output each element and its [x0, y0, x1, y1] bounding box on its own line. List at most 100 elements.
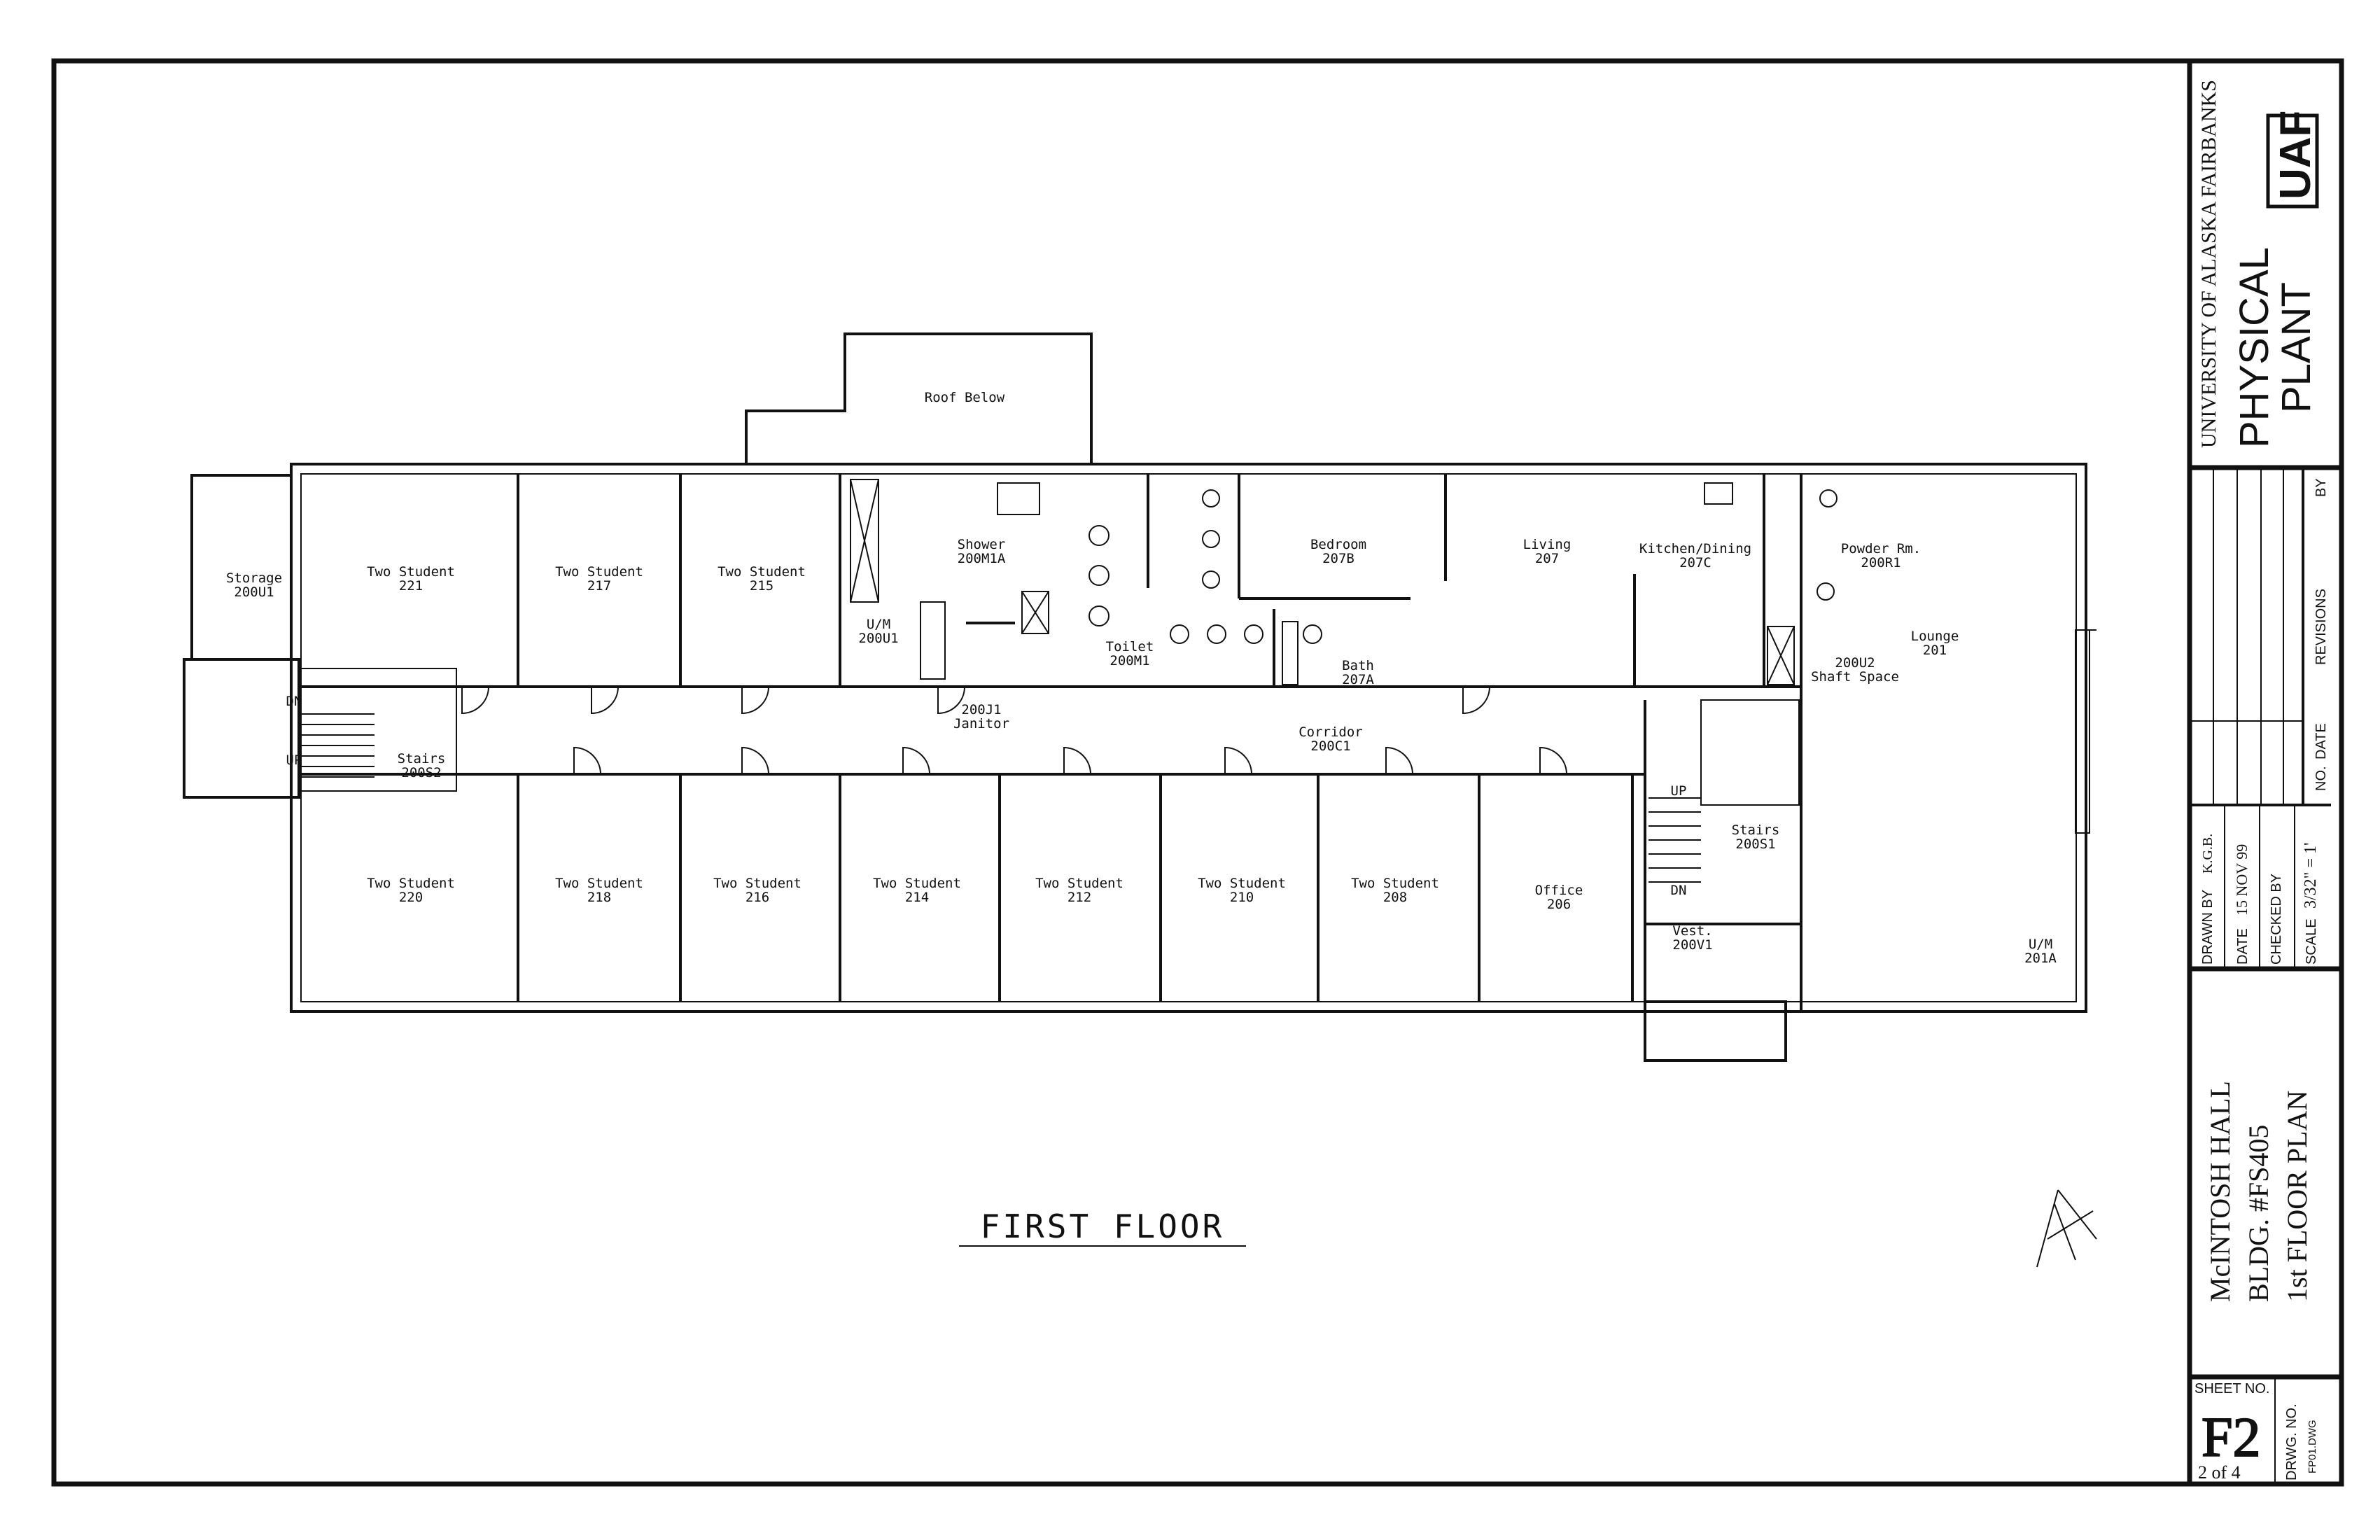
university-name: UNIVERSITY OF ALASKA FAIRBANKS [2197, 80, 2220, 448]
plumbing-fixtures [850, 479, 1837, 685]
svg-text:3/32" = 1': 3/32" = 1' [2302, 843, 2320, 909]
building-inner-wall [300, 473, 2077, 1002]
door-swing [461, 686, 489, 715]
room-label: Roof Below [925, 390, 1005, 405]
svg-text:PLANT: PLANT [2274, 282, 2319, 413]
north-arrow-icon [2036, 1189, 2097, 1268]
stair-treads-east [1648, 797, 1701, 883]
svg-text:SCALE: SCALE [2304, 918, 2319, 965]
title-block [2187, 58, 2344, 1487]
checked-by-field: CHECKED BY [2269, 874, 2284, 965]
door-swing [741, 686, 769, 715]
south-room-walls [517, 700, 1801, 1002]
sheet-border [51, 58, 2344, 1487]
department-name: PHYSICAL PLANT [2232, 247, 2319, 448]
svg-text:McINTOSH HALL: McINTOSH HALL [2204, 1081, 2236, 1302]
door-swing [573, 746, 601, 775]
svg-text:15 NOV 99: 15 NOV 99 [2233, 844, 2250, 916]
vestibule-entry [1644, 1000, 1787, 1062]
svg-text:K.G.B.: K.G.B. [2200, 834, 2216, 874]
svg-text:1st FLOOR PLAN: 1st FLOOR PLAN [2281, 1091, 2313, 1302]
stair-treads-west [301, 713, 374, 778]
door-swing [591, 686, 619, 715]
stair-mark-dn: DN [286, 694, 302, 709]
svg-text:BLDG. #FS405: BLDG. #FS405 [2243, 1125, 2274, 1302]
door-swing [1224, 746, 1252, 775]
svg-text:UAF: UAF [2272, 111, 2320, 200]
svg-text:BY: BY [2314, 478, 2329, 497]
door-swing [1462, 686, 1490, 715]
drawing-number: DRWG. NO. FP01.DWG [2284, 1404, 2318, 1480]
svg-text:DATE: DATE [2235, 928, 2250, 965]
svg-text:NO.: NO. [2314, 766, 2329, 791]
floor-label: FIRST FLOOR [981, 1208, 1225, 1245]
door-swing [902, 746, 930, 775]
svg-text:UNIVERSITY OF ALASKA FAIRBANKS: UNIVERSITY OF ALASKA FAIRBANKS [2197, 80, 2220, 448]
north-room-walls [517, 474, 1802, 1011]
door-swing [1063, 746, 1091, 775]
date-field: DATE 15 NOV 99 [2233, 844, 2250, 965]
svg-text:DRAWN BY: DRAWN BY [2200, 890, 2216, 965]
door-swings [461, 686, 1567, 775]
room-label: Vest.200V1 [1672, 923, 1712, 953]
svg-text:PHYSICAL: PHYSICAL [2232, 247, 2277, 448]
uaf-logo: UAF [2266, 111, 2320, 209]
building-outline [290, 463, 2087, 1013]
door-swing [741, 746, 769, 775]
sheet-no: F2 [2202, 1407, 2261, 1469]
stair-mark-up-east: UP [1671, 783, 1687, 799]
drawing-title: McINTOSH HALL BLDG. #FS405 1st FLOOR PLA… [2204, 1081, 2313, 1302]
storage-room [190, 474, 293, 661]
stair-mark-dn-east: DN [1671, 883, 1687, 898]
svg-text:CHECKED BY: CHECKED BY [2269, 874, 2284, 965]
door-swing [1385, 746, 1413, 775]
west-entry [183, 658, 300, 799]
svg-text:DATE: DATE [2314, 723, 2329, 760]
drawn-by-field: DRAWN BY K.G.B. [2200, 834, 2216, 965]
stair-mark-up: UP [286, 752, 302, 768]
svg-text:REVISIONS: REVISIONS [2314, 589, 2329, 665]
door-swing [937, 686, 965, 715]
revision-headers: NO. DATE [2314, 723, 2329, 791]
door-swing [1539, 746, 1567, 775]
sheet-count: 2 of 4 [2198, 1462, 2241, 1483]
svg-text:DRWG. NO.: DRWG. NO. [2284, 1404, 2300, 1480]
room-label: Powder Rm.200R1 [1841, 541, 1921, 570]
revisions-header: REVISIONS BY [2314, 478, 2329, 665]
sheet-no-label: SHEET NO. [2194, 1381, 2269, 1396]
stairs-200s2 [298, 668, 457, 792]
scale-field: SCALE 3/32" = 1' [2302, 843, 2320, 965]
lounge-window [2075, 629, 2090, 834]
svg-text:FP01.DWG: FP01.DWG [2306, 1420, 2318, 1474]
roof-below-outline [745, 332, 1093, 464]
